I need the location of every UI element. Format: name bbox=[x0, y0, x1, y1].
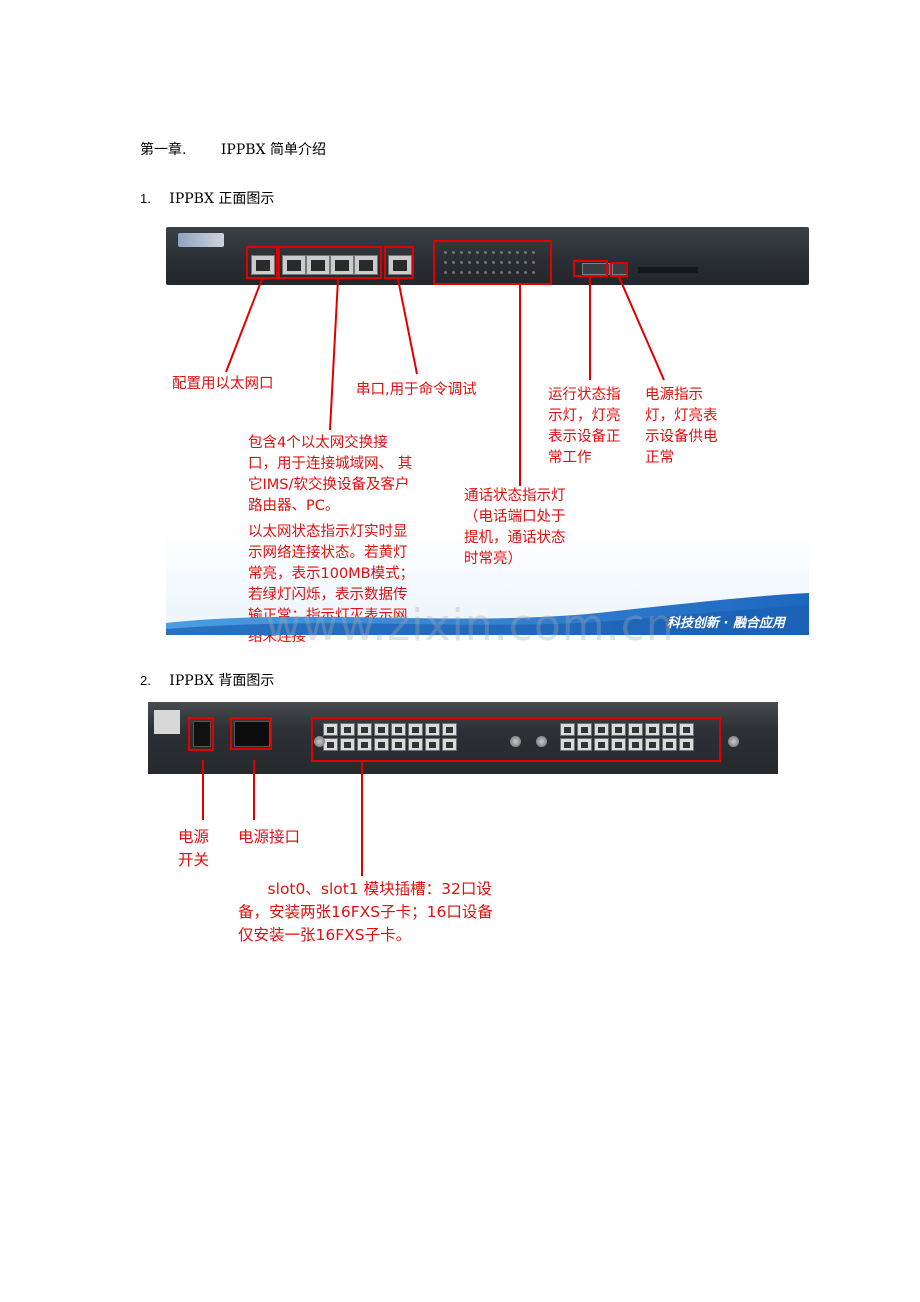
status-led bbox=[500, 271, 503, 274]
status-led bbox=[524, 251, 527, 254]
slot1-ports bbox=[560, 723, 694, 751]
annotation-power-socket: 电源接口 bbox=[238, 828, 301, 846]
device-label-sticker bbox=[154, 710, 180, 734]
highlight-power-switch bbox=[188, 717, 214, 751]
watermark: www.zixin.com.cn bbox=[265, 600, 675, 651]
status-led bbox=[500, 251, 503, 254]
status-led bbox=[500, 261, 503, 264]
banner-wave bbox=[166, 593, 809, 635]
status-led bbox=[476, 261, 479, 264]
config-ethernet-port bbox=[251, 255, 275, 275]
status-led bbox=[452, 261, 455, 264]
highlight-slots bbox=[311, 717, 721, 762]
status-led bbox=[532, 271, 535, 274]
status-led bbox=[476, 251, 479, 254]
status-led bbox=[484, 261, 487, 264]
status-led bbox=[516, 251, 519, 254]
switch-port bbox=[330, 255, 354, 275]
brand-logo bbox=[178, 233, 224, 247]
status-led bbox=[468, 251, 471, 254]
annotation-serial-port: 串口,用于命令调试 bbox=[356, 382, 477, 398]
status-led bbox=[492, 271, 495, 274]
annotation-run-led: 运行状态指 示灯，灯亮 表示设备正 常工作 bbox=[548, 387, 621, 466]
banner-slogan: 科技创新 · 融合应用 bbox=[667, 616, 785, 631]
front-panel-image bbox=[166, 227, 809, 285]
section1-heading: 1. IPPBX 正面图示 bbox=[140, 188, 274, 208]
highlight-call-leds bbox=[433, 240, 552, 285]
switch-port bbox=[354, 255, 378, 275]
screw bbox=[314, 736, 325, 747]
status-led bbox=[468, 261, 471, 264]
status-led bbox=[516, 261, 519, 264]
status-led bbox=[508, 261, 511, 264]
highlight-serial-port bbox=[384, 246, 414, 279]
status-led bbox=[484, 271, 487, 274]
back-connector-lines bbox=[202, 760, 363, 876]
annotation-switch-ports: 包含4个以太网交换接 口，用于连接城域网、 其 它IMS/软交换设备及客户 路由… bbox=[248, 435, 413, 514]
status-led bbox=[524, 271, 527, 274]
status-led bbox=[468, 271, 471, 274]
serial-port bbox=[388, 255, 412, 275]
status-led bbox=[452, 271, 455, 274]
screw bbox=[536, 736, 547, 747]
annotation-slots: slot0、slot1 模块插槽：32口设 备，安装两张16FXS子卡；16口设… bbox=[238, 880, 493, 944]
screw bbox=[510, 736, 521, 747]
status-led bbox=[516, 271, 519, 274]
chapter-title: 第一章. bbox=[140, 142, 187, 158]
chapter-name: IPPBX 简单介绍 bbox=[220, 142, 326, 158]
slide-banner: 科技创新 · 融合应用 bbox=[166, 585, 809, 635]
power-switch bbox=[193, 721, 211, 747]
status-led bbox=[460, 251, 463, 254]
back-panel-image bbox=[148, 702, 778, 774]
slot0-ports bbox=[323, 723, 457, 751]
highlight-power-socket bbox=[230, 717, 272, 750]
annotation-config-ethernet: 配置用以太网口 bbox=[172, 376, 274, 392]
call-led-field bbox=[442, 247, 542, 281]
switch-port bbox=[306, 255, 330, 275]
status-led bbox=[444, 251, 447, 254]
card-slot bbox=[638, 267, 698, 273]
status-led bbox=[460, 271, 463, 274]
highlight-config-port bbox=[246, 246, 278, 279]
status-led bbox=[460, 261, 463, 264]
chapter-heading: 第一章. IPPBX 简单介绍 bbox=[140, 139, 326, 159]
status-led bbox=[444, 271, 447, 274]
section2-title: IPPBX 背面图示 bbox=[169, 673, 275, 689]
front-image-background bbox=[166, 285, 809, 635]
status-led bbox=[484, 251, 487, 254]
status-led bbox=[524, 261, 527, 264]
annotation-call-leds: 通话状态指示灯 （电话端口处于 提机，通话状态 时常亮） bbox=[464, 488, 566, 567]
status-led bbox=[452, 251, 455, 254]
status-led bbox=[532, 261, 535, 264]
section1-number: 1. bbox=[140, 191, 151, 206]
run-led-label bbox=[582, 263, 610, 275]
highlight-run-led bbox=[573, 260, 608, 277]
status-led bbox=[492, 261, 495, 264]
status-led bbox=[508, 271, 511, 274]
status-led bbox=[476, 271, 479, 274]
power-socket bbox=[234, 721, 270, 747]
section2-heading: 2. IPPBX 背面图示 bbox=[140, 670, 274, 690]
section1-title: IPPBX 正面图示 bbox=[169, 191, 275, 207]
highlight-power-led bbox=[610, 262, 628, 277]
front-connector-lines bbox=[225, 276, 665, 486]
screw bbox=[728, 736, 739, 747]
status-led bbox=[444, 261, 447, 264]
status-led bbox=[508, 251, 511, 254]
section2-number: 2. bbox=[140, 673, 151, 688]
switch-port bbox=[282, 255, 306, 275]
annotation-power-led: 电源指示 灯，灯亮表 示设备供电 正常 bbox=[645, 387, 718, 466]
status-led bbox=[492, 251, 495, 254]
annotation-power-switch: 电源 开关 bbox=[178, 828, 210, 869]
status-led bbox=[532, 251, 535, 254]
highlight-switch-ports bbox=[278, 246, 382, 279]
